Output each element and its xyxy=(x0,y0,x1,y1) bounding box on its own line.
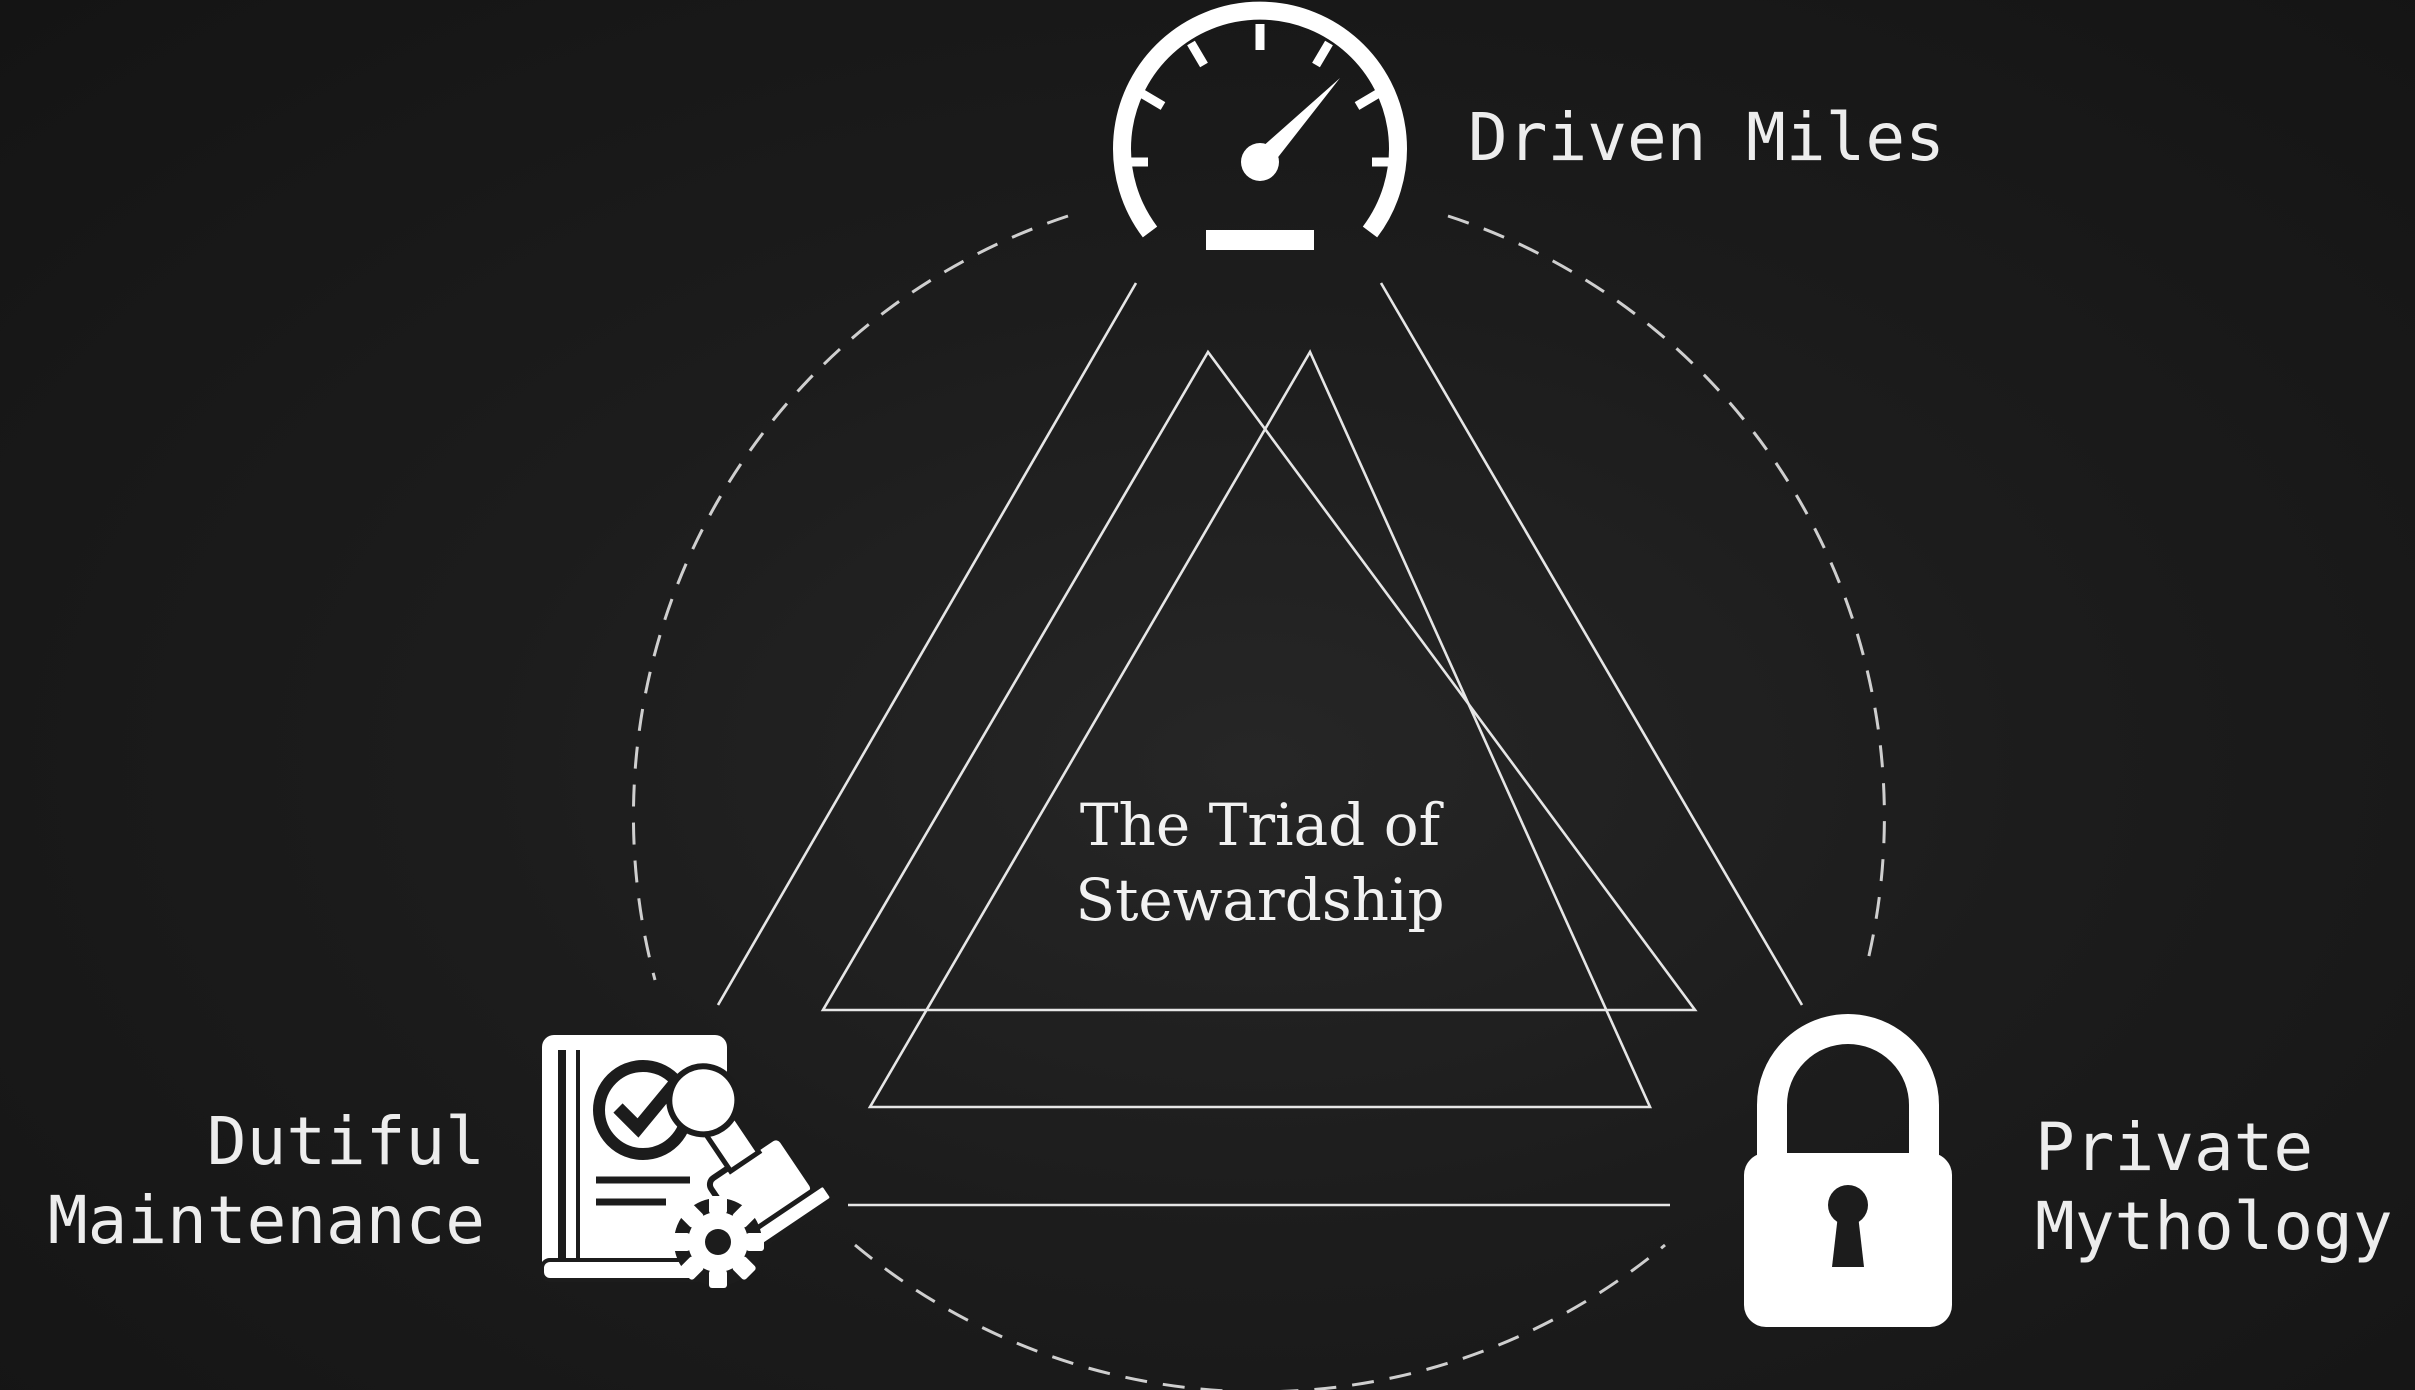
document-stamp-gear-icon xyxy=(540,1035,835,1288)
orbit-arc-right xyxy=(1447,214,1886,961)
outer-left-line xyxy=(716,282,1138,1006)
node-label-maint-line1: Dutiful xyxy=(206,1103,485,1180)
node-label-myth-line1: Private xyxy=(2035,1109,2314,1186)
center-title: The Triad of Stewardship xyxy=(1060,788,1460,939)
center-title-line1: The Triad of xyxy=(1079,791,1441,859)
center-title-line2: Stewardship xyxy=(1075,866,1445,935)
node-label-dutiful-maintenance: Dutiful Maintenance xyxy=(48,1102,485,1260)
orbit-arc-bottom xyxy=(854,1243,1666,1390)
outer-right-line xyxy=(1379,282,1804,1006)
dashed-orbit xyxy=(631,214,1886,1390)
node-label-driven-miles: Driven Miles xyxy=(1468,99,1945,176)
node-label-maint-line2: Maintenance xyxy=(47,1182,485,1260)
node-label-myth-line2: Mythology xyxy=(2035,1188,2393,1266)
triangle-lines xyxy=(716,282,1804,1207)
orbit-arc-left xyxy=(631,214,1069,981)
padlock-icon xyxy=(1744,1014,1952,1327)
speedometer-icon xyxy=(1113,1,1407,250)
triangle-a xyxy=(820,349,1698,1012)
triangle-b xyxy=(867,349,1653,1109)
node-label-private-mythology: Private Mythology xyxy=(2035,1108,2393,1266)
